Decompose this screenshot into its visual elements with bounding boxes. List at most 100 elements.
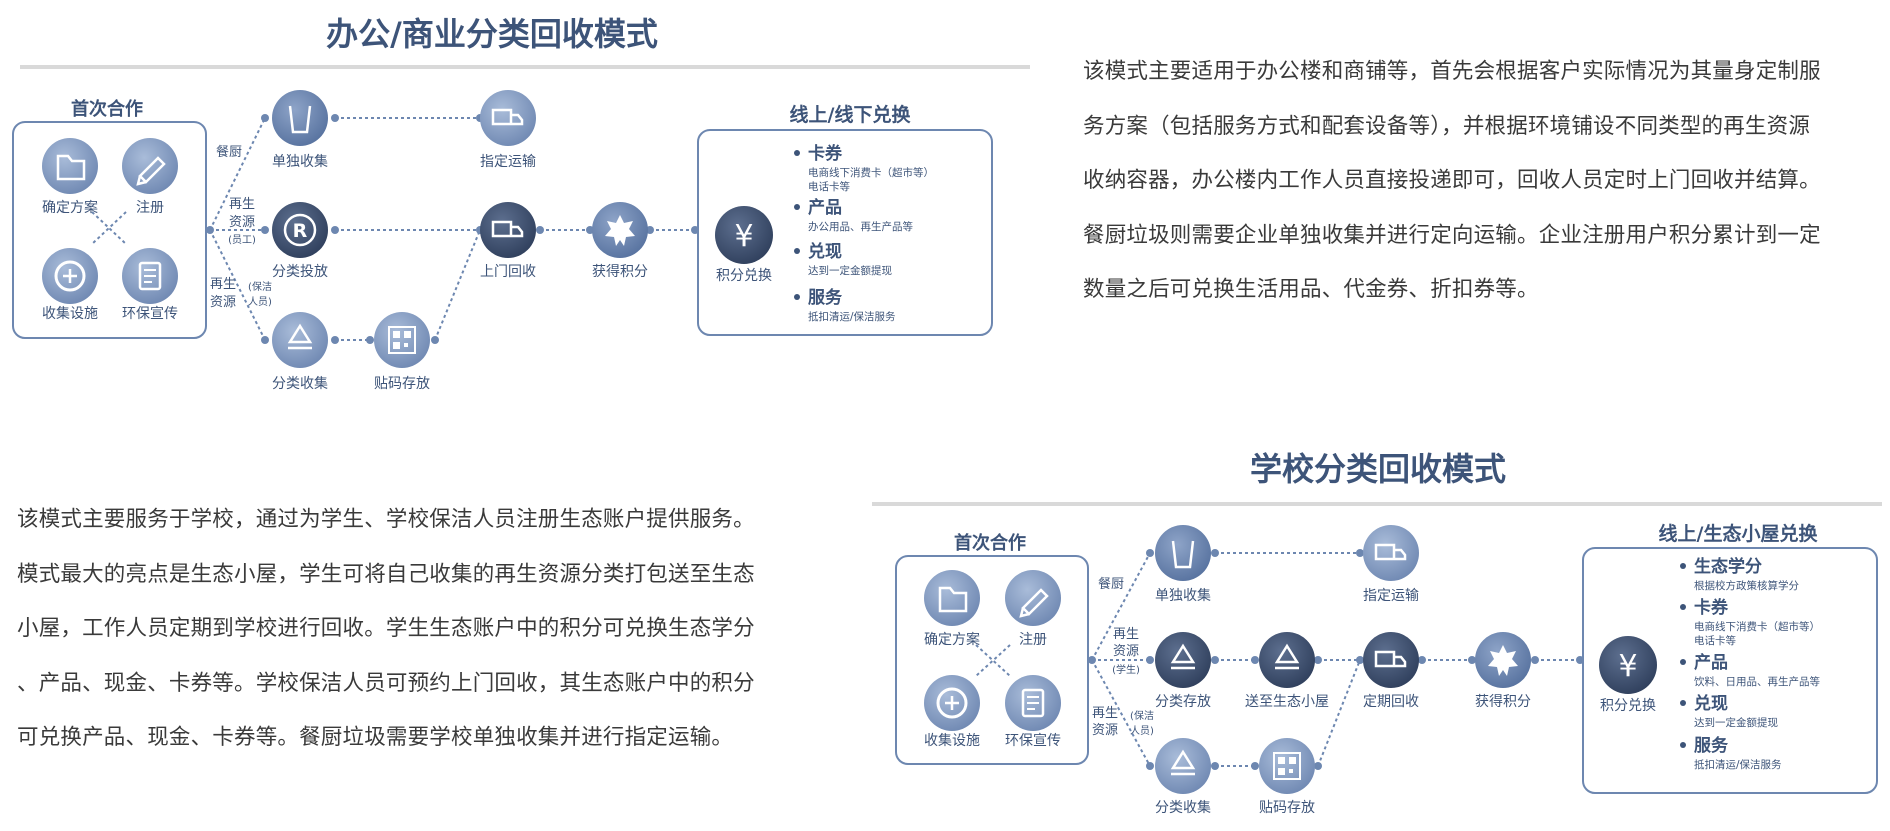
truck-icon <box>480 202 536 258</box>
truck-icon <box>1363 525 1419 581</box>
exchange-item-title: 产品 <box>1694 652 1728 673</box>
school-exchange-label: 积分兑换 <box>1600 697 1656 714</box>
office-pickup-node: 上门回收 <box>480 202 536 280</box>
school-classify-store-label: 分类存放 <box>1155 694 1211 710</box>
office-plan-node: 确定方案 <box>42 138 98 216</box>
office-title-rule <box>20 65 1030 69</box>
office-single-collect-label: 单独收集 <box>272 153 328 170</box>
exchange-item-detail: 办公用品、再生产品等 <box>808 220 913 233</box>
yen-icon <box>715 206 773 264</box>
office-classify-collect-label: 分类收集 <box>272 375 328 392</box>
school-branch-renew2: 资源 <box>1092 723 1118 738</box>
exchange-item-detail: 电话卡等 <box>808 180 850 193</box>
description-line: 该模式主要服务于学校，通过为学生、学校保洁人员注册生态账户提供服务。 <box>17 507 755 532</box>
school-branch-cleaner: (保洁 <box>1130 709 1154 722</box>
office-label-store-label: 贴码存放 <box>374 376 430 392</box>
office-points-node: 获得积分 <box>592 202 648 280</box>
exchange-item-detail: 达到一定金额提现 <box>808 264 892 277</box>
office-transport-label: 指定运输 <box>480 154 536 170</box>
office-transport-node: 指定运输 <box>480 90 536 170</box>
school-promo-node: 环保宣传 <box>1005 675 1061 749</box>
description-line: 模式最大的亮点是生态小屋，学生可将自己收集的再生资源分类打包送至生态 <box>17 561 755 587</box>
office-branch-kitchen: 餐厨 <box>216 144 242 160</box>
office-promo-node: 环保宣传 <box>122 248 178 322</box>
school-plan-node: 确定方案 <box>924 570 980 648</box>
school-classify-collect-label: 分类收集 <box>1155 799 1211 816</box>
school-single-collect-label: 单独收集 <box>1155 587 1211 604</box>
school-register-label: 注册 <box>1019 632 1047 648</box>
office-branch-cleaner: 人员) <box>248 296 272 308</box>
cup-icon <box>272 90 328 146</box>
school-facility-node: 收集设施 <box>924 675 980 749</box>
school-to-hut-node: 送至生态小屋 <box>1245 632 1329 710</box>
office-pickup-label: 上门回收 <box>480 264 536 280</box>
folder-icon <box>42 138 98 194</box>
office-branch-staff: (员工) <box>228 234 256 246</box>
recycle-icon <box>1259 632 1315 688</box>
school-first-cross <box>975 644 1011 677</box>
school-branch-student: (学生) <box>1112 663 1140 676</box>
office-label-store-node: 贴码存放 <box>374 312 430 392</box>
office-diagram: 办公/商业分类回收模式 首次合作 确定方案 注册 收集设施 环保宣传 <box>12 15 1030 392</box>
description-line: 可兑换产品、现金、卡券等。餐厨垃圾需要学校单独收集并进行指定运输。 <box>17 725 734 750</box>
office-register-label: 注册 <box>136 200 164 216</box>
school-branch-renew: 资源 <box>1113 644 1139 659</box>
school-branch-cleaner: 人员) <box>1130 725 1154 737</box>
school-branch-renew: 再生 <box>1113 627 1139 642</box>
exchange-item-title: 兑现 <box>808 241 842 262</box>
office-description: 该模式主要适用于办公楼和商铺等，首先会根据客户实际情况为其量身定制服 务方案（包… <box>1083 45 1821 318</box>
description-line: 餐厨垃圾则需要企业单独收集并进行定向运输。企业注册用户积分累计到一定 <box>1083 222 1821 248</box>
description-line: 、产品、现金、卡券等。学校保洁人员可预约上门回收，其生态账户中的积分 <box>17 670 755 696</box>
description-line: 小屋，工作人员定期到学校进行回收。学生生态账户中的积分可兑换生态学分 <box>17 616 755 641</box>
school-connectors <box>1091 552 1580 767</box>
svg-text:R: R <box>293 220 308 242</box>
office-plan-label: 确定方案 <box>42 199 98 216</box>
office-register-node: 注册 <box>122 138 178 216</box>
recycle-icon <box>1155 632 1211 688</box>
school-first-label: 首次合作 <box>954 532 1026 554</box>
school-first-cross <box>975 644 1011 677</box>
office-branch-renew: 再生 <box>229 197 255 212</box>
qr-code-icon <box>374 312 430 368</box>
office-exchange-node: ¥ 积分兑换 <box>715 206 773 284</box>
school-label-store-label: 贴码存放 <box>1259 800 1315 816</box>
school-transport-label: 指定运输 <box>1363 588 1419 604</box>
office-exchange-label: 积分兑换 <box>716 267 772 284</box>
school-classify-store-node: 分类存放 <box>1155 632 1211 710</box>
exchange-item-detail: 饮料、日用品、再生产品等 <box>1694 675 1820 688</box>
description-line: 数量之后可兑换生活用品、代金券、折扣券等。 <box>1083 277 1539 302</box>
office-single-collect-node: 单独收集 <box>272 90 328 170</box>
school-exchange-box <box>1582 547 1878 794</box>
office-connectors <box>209 117 695 341</box>
school-points-node: 获得积分 <box>1475 632 1531 710</box>
exchange-item-detail: 根据校方政策核算学分 <box>1694 579 1799 592</box>
truck-icon <box>1363 632 1419 688</box>
office-facility-node: 收集设施 <box>42 248 98 322</box>
school-register-node: 注册 <box>1005 570 1061 648</box>
school-periodic-label: 定期回收 <box>1363 694 1419 710</box>
description-line: 该模式主要适用于办公楼和商铺等，首先会根据客户实际情况为其量身定制服 <box>1083 59 1821 84</box>
school-exchange-title: 线上/生态小屋兑换 <box>1659 522 1819 545</box>
office-branch-renew2: 资源 <box>210 295 236 310</box>
school-points-label: 获得积分 <box>1475 693 1531 710</box>
cup-icon <box>1155 525 1211 581</box>
school-connector-dots <box>1088 549 1584 770</box>
registered-icon <box>272 202 328 258</box>
exchange-item-title: 卡券 <box>808 143 843 164</box>
school-branch-kitchen: 餐厨 <box>1098 576 1124 592</box>
exchange-item-detail: 电话卡等 <box>1694 634 1736 647</box>
exchange-item-detail: 达到一定金额提现 <box>1694 716 1778 729</box>
folder-icon <box>924 570 980 626</box>
office-facility-label: 收集设施 <box>42 305 98 322</box>
office-first-label: 首次合作 <box>71 98 143 120</box>
school-single-collect-node: 单独收集 <box>1155 525 1211 604</box>
exchange-item-detail: 电商线下消费卡（超市等） <box>808 166 934 179</box>
school-title-rule <box>872 502 1882 506</box>
qr-code-icon <box>1259 738 1315 794</box>
school-promo-label: 环保宣传 <box>1005 733 1061 749</box>
exchange-item-title: 产品 <box>808 197 842 218</box>
recycle-icon <box>272 312 328 368</box>
school-facility-label: 收集设施 <box>924 732 980 749</box>
exchange-item-title: 兑现 <box>1694 693 1728 714</box>
